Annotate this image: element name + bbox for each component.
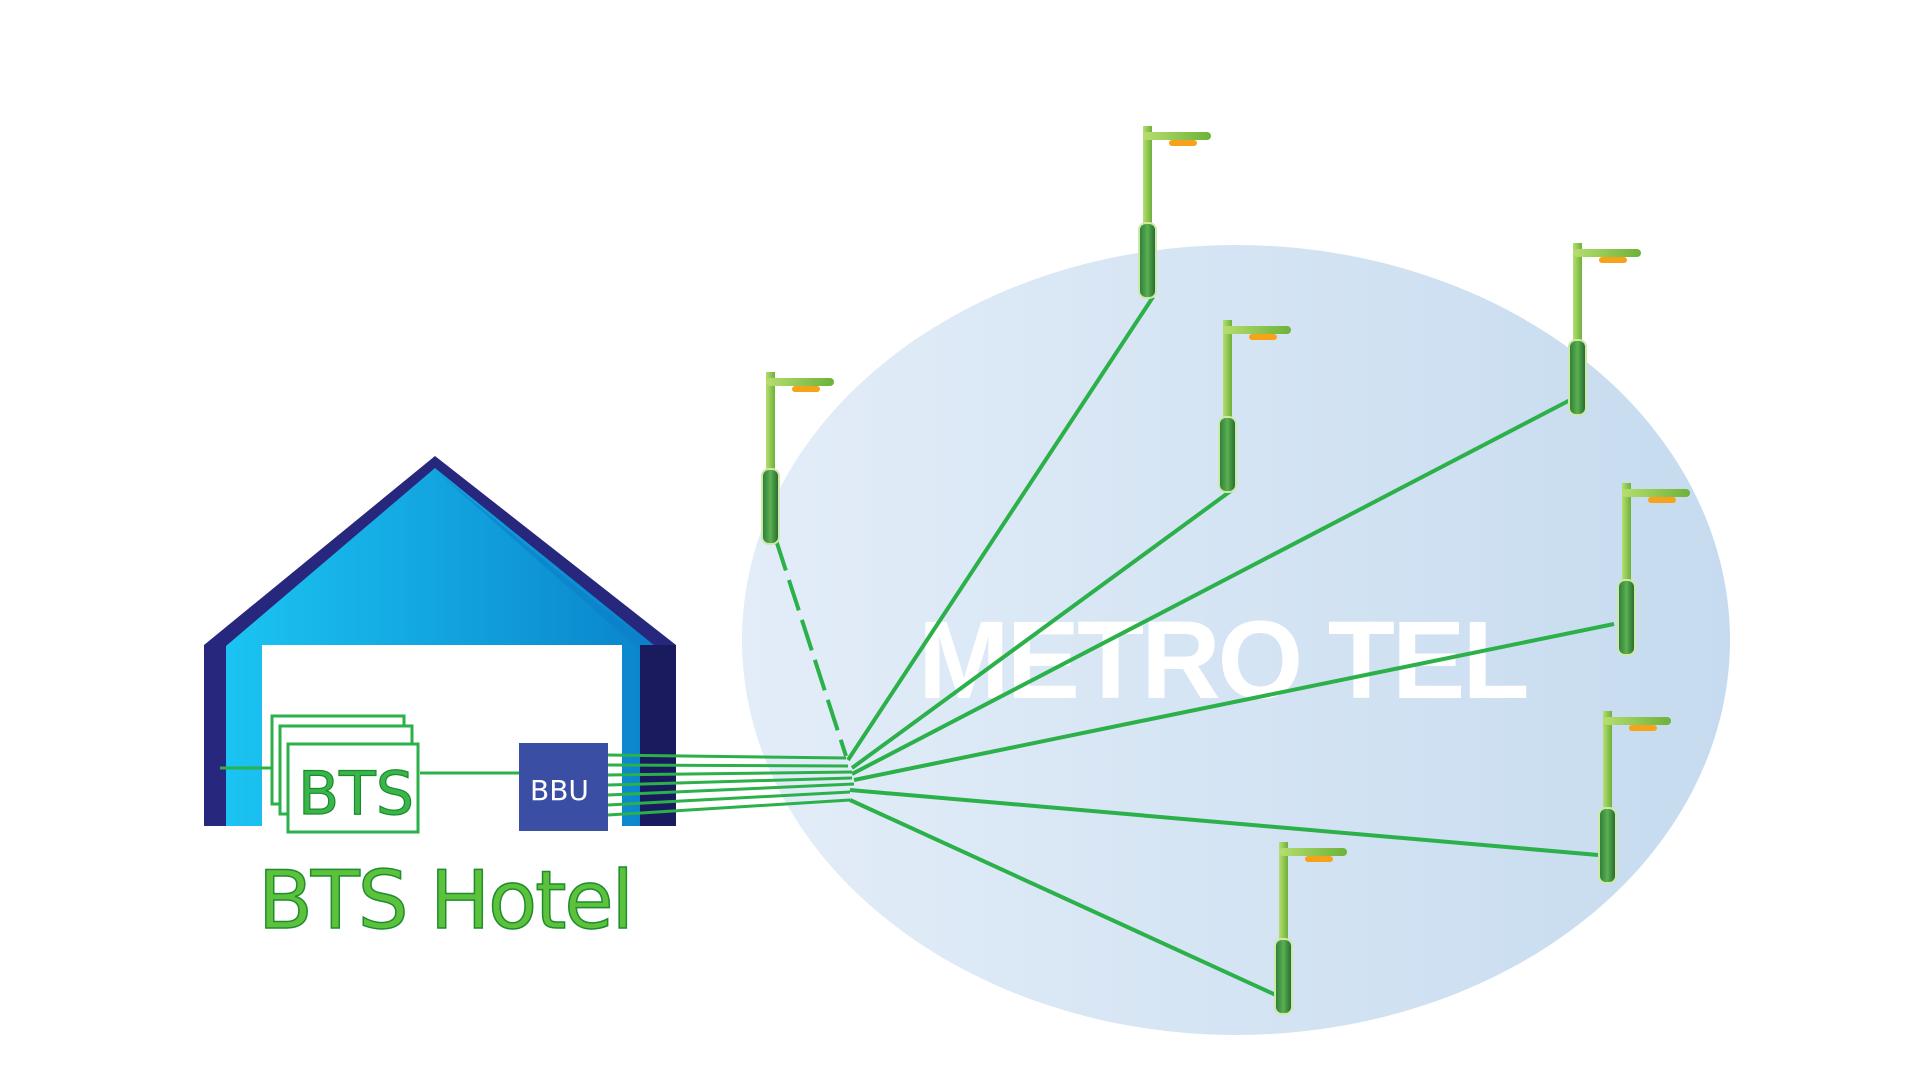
- antenna-pole-icon: [1617, 483, 1690, 656]
- bts-hotel-label: BTS Hotel: [258, 854, 632, 947]
- antenna-pole-icon: [1138, 126, 1211, 299]
- bts-unit: BTS: [220, 714, 520, 834]
- link-antenna-4: [851, 396, 1575, 776]
- antenna-pole-icon: [1598, 711, 1671, 884]
- link-antenna-7: [849, 798, 1279, 998]
- antenna-pole-icon: [1218, 320, 1291, 493]
- link-antenna-2: [846, 295, 1155, 762]
- fiber-links: [774, 295, 1615, 998]
- fiber-bundle: [607, 753, 855, 817]
- bts-label: BTS: [298, 759, 414, 829]
- link-antenna-1: [774, 539, 848, 757]
- bbu-label: BBU: [530, 774, 589, 807]
- antenna-group: [761, 126, 1690, 1015]
- bbu-unit: BBU: [519, 743, 608, 831]
- link-antenna-6: [849, 788, 1599, 857]
- antenna-pole-icon: [1274, 842, 1347, 1015]
- antenna-pole-icon: [761, 372, 834, 545]
- link-antenna-3: [850, 488, 1234, 770]
- antenna-pole-icon: [1568, 243, 1641, 416]
- coverage-area: [742, 245, 1730, 1035]
- link-antenna-5: [853, 622, 1615, 782]
